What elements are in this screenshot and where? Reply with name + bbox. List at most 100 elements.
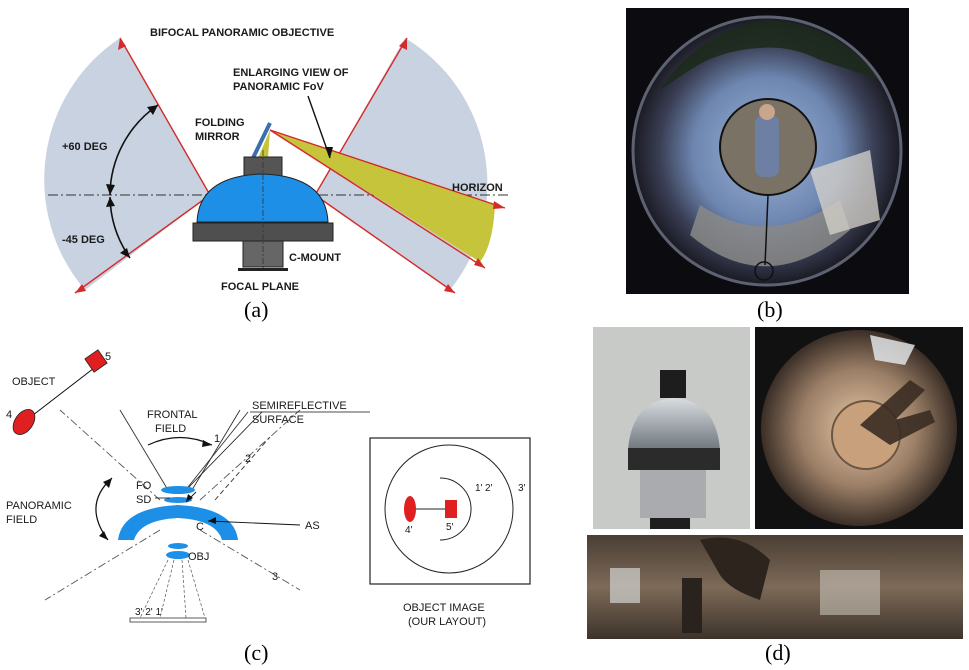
arrow-head bbox=[208, 517, 216, 524]
image-ray bbox=[181, 559, 187, 619]
arrow-head bbox=[118, 38, 126, 50]
inset-connector bbox=[764, 194, 769, 266]
ray-1 bbox=[187, 411, 249, 488]
object-image-label-1: OBJECT IMAGE bbox=[403, 602, 485, 614]
arrow-head bbox=[103, 478, 112, 488]
plus60-label: +60 DEG bbox=[62, 141, 108, 153]
label-5: 5 bbox=[105, 351, 111, 363]
panel-c: OBJECT 5 4 bbox=[6, 349, 531, 665]
semireflective-label-2: SURFACE bbox=[252, 414, 304, 426]
panoramic-blue-lens bbox=[118, 505, 238, 540]
arrow-head bbox=[399, 38, 407, 50]
camera-body bbox=[640, 470, 706, 518]
caption-a: (a) bbox=[244, 297, 268, 322]
ray-enlarging-bottom bbox=[269, 129, 486, 269]
blue-dome-lens bbox=[196, 173, 329, 223]
frontal-field-line bbox=[119, 409, 169, 491]
semireflective-label-1: SEMIREFLECTIVE bbox=[252, 400, 347, 412]
camera-dome bbox=[628, 398, 720, 450]
caption-c: (c) bbox=[244, 640, 268, 665]
field-line bbox=[59, 409, 161, 501]
label-4: 4 bbox=[6, 409, 12, 421]
folding-label-1: FOLDING bbox=[195, 117, 245, 129]
panoramic-field-label-2: FIELD bbox=[6, 514, 37, 526]
semireflective-disk bbox=[164, 497, 192, 503]
frontal-field-label-2: FIELD bbox=[155, 423, 186, 435]
room-window bbox=[870, 335, 915, 365]
building-bottom bbox=[690, 200, 850, 267]
enlarging-label-2: PANORAMIC FoV bbox=[233, 81, 325, 93]
arrow-head bbox=[106, 184, 115, 195]
ray-right-down bbox=[314, 194, 456, 294]
c-label: C bbox=[196, 521, 204, 533]
camera-eyepiece bbox=[660, 370, 686, 398]
cmount-label: C-MOUNT bbox=[289, 252, 341, 264]
object-point-4 bbox=[12, 409, 36, 435]
panel-d: (d) bbox=[587, 327, 963, 665]
arrow-head bbox=[147, 105, 158, 115]
semireflective-leader bbox=[185, 411, 263, 491]
ray-enlarging-top bbox=[269, 129, 506, 209]
hand-silhouette bbox=[860, 380, 935, 445]
arrow-head bbox=[106, 197, 115, 207]
aperture-stop-lens bbox=[168, 543, 188, 549]
folding-mirror bbox=[251, 122, 272, 159]
camera-ring bbox=[628, 448, 720, 470]
ray-label-3: 3 bbox=[272, 571, 278, 583]
ray-2 bbox=[214, 436, 271, 501]
arrow-head bbox=[99, 531, 108, 540]
objective-lens bbox=[166, 551, 190, 559]
sd-label: SD bbox=[136, 494, 151, 506]
image-ray bbox=[187, 559, 206, 619]
caption-d: (d) bbox=[765, 640, 791, 665]
image-label-3: 3' bbox=[518, 483, 526, 494]
focal-plane-label: FOCAL PLANE bbox=[221, 281, 299, 293]
image-label-1: 1' bbox=[475, 483, 483, 494]
left-fov-sector bbox=[44, 38, 210, 290]
arrow-head bbox=[75, 284, 86, 293]
focal-plane-bar bbox=[238, 268, 288, 271]
arrow-head bbox=[202, 440, 212, 447]
field-line bbox=[199, 409, 301, 501]
image-point-5 bbox=[445, 500, 457, 518]
frontal-objective-lens bbox=[161, 486, 195, 494]
arrow-head bbox=[186, 494, 193, 502]
panorama-door bbox=[682, 578, 702, 633]
camera-stand bbox=[650, 518, 690, 529]
folding-label-2: MIRROR bbox=[195, 131, 240, 143]
image-ray bbox=[139, 559, 169, 619]
image-label-4: 4' bbox=[405, 525, 413, 536]
panel-b: (b) bbox=[626, 8, 909, 322]
building-right bbox=[810, 150, 880, 235]
as-leader bbox=[207, 520, 301, 526]
frontal-field-line bbox=[191, 409, 241, 491]
plus60-arc bbox=[109, 104, 159, 196]
field-line bbox=[44, 529, 161, 601]
object-point-5 bbox=[84, 349, 108, 373]
fo-label: FO bbox=[136, 480, 152, 492]
image-plane-labels: 3' 2' 1' bbox=[135, 607, 163, 618]
panel-a: BIFOCAL PANORAMIC OBJECTIVE ENLARGING VI… bbox=[44, 27, 510, 322]
image-plane bbox=[129, 617, 207, 623]
panoramic-field-label-1: PANORAMIC bbox=[6, 500, 72, 512]
ray-left-up bbox=[119, 37, 211, 196]
panel-a-title: BIFOCAL PANORAMIC OBJECTIVE bbox=[150, 27, 334, 39]
caption-b: (b) bbox=[757, 297, 783, 322]
frontal-field-label-1: FRONTAL bbox=[147, 409, 198, 421]
image-label-5: 5' bbox=[446, 522, 454, 533]
inset-person-head bbox=[759, 104, 775, 120]
panoramic-image-circle bbox=[384, 444, 514, 574]
panorama-hand bbox=[700, 537, 770, 600]
foliage-top bbox=[660, 20, 880, 90]
fisheye-rim bbox=[631, 15, 903, 287]
arrow-head bbox=[325, 147, 333, 158]
arrow-head bbox=[493, 201, 505, 209]
arrow-head bbox=[120, 248, 130, 258]
mirror-light-cone bbox=[258, 130, 270, 158]
panorama-strip bbox=[587, 535, 963, 639]
minus45-label: -45 DEG bbox=[62, 234, 105, 246]
panorama-window bbox=[610, 568, 640, 603]
object-image-label-2: (OUR LAYOUT) bbox=[408, 616, 486, 628]
frontal-image-arc bbox=[439, 477, 472, 541]
